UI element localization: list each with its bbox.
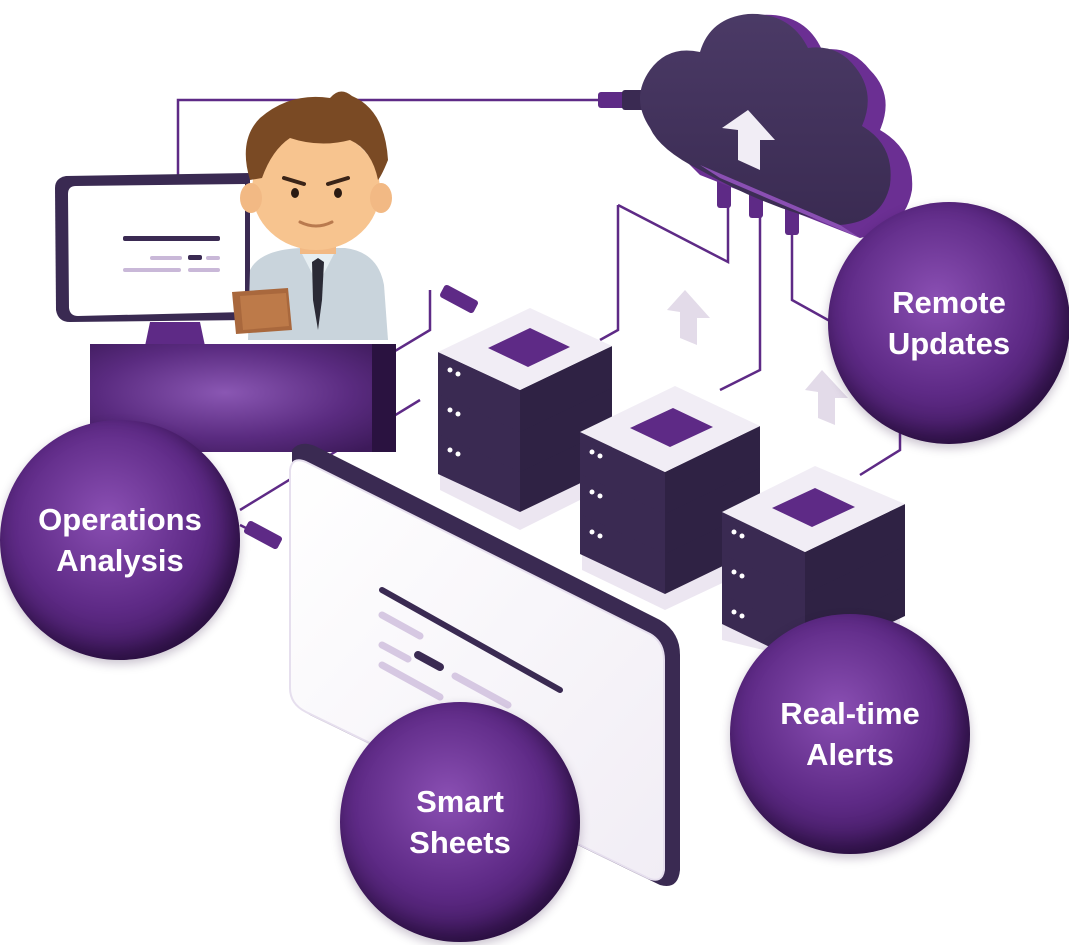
remote-updates-label-line1: Remote	[892, 285, 1006, 320]
desktop-monitor-icon	[55, 173, 250, 346]
operations-analysis-label-line1: Operations	[38, 502, 202, 537]
cloud-icon	[640, 13, 913, 239]
real-time-alerts-bubble: Real-time Alerts	[730, 614, 970, 854]
smart-sheets-label-line2: Sheets	[409, 825, 511, 860]
remote-updates-bubble: Remote Updates	[828, 202, 1069, 444]
real-time-alerts-label-line2: Alerts	[806, 737, 894, 772]
person-icon	[232, 91, 392, 340]
upload-arrow-icon	[722, 110, 775, 170]
operations-analysis-bubble: Operations Analysis	[0, 420, 240, 660]
remote-updates-label-line2: Updates	[887, 326, 1011, 361]
real-time-alerts-label-line1: Real-time	[780, 696, 920, 731]
server-stack-icon	[438, 308, 905, 664]
smart-sheets-label-line1: Smart	[416, 784, 504, 819]
operations-analysis-label-line2: Analysis	[56, 543, 184, 578]
upload-arrow-icon	[667, 290, 848, 425]
smart-sheets-bubble: Smart Sheets	[340, 702, 580, 942]
